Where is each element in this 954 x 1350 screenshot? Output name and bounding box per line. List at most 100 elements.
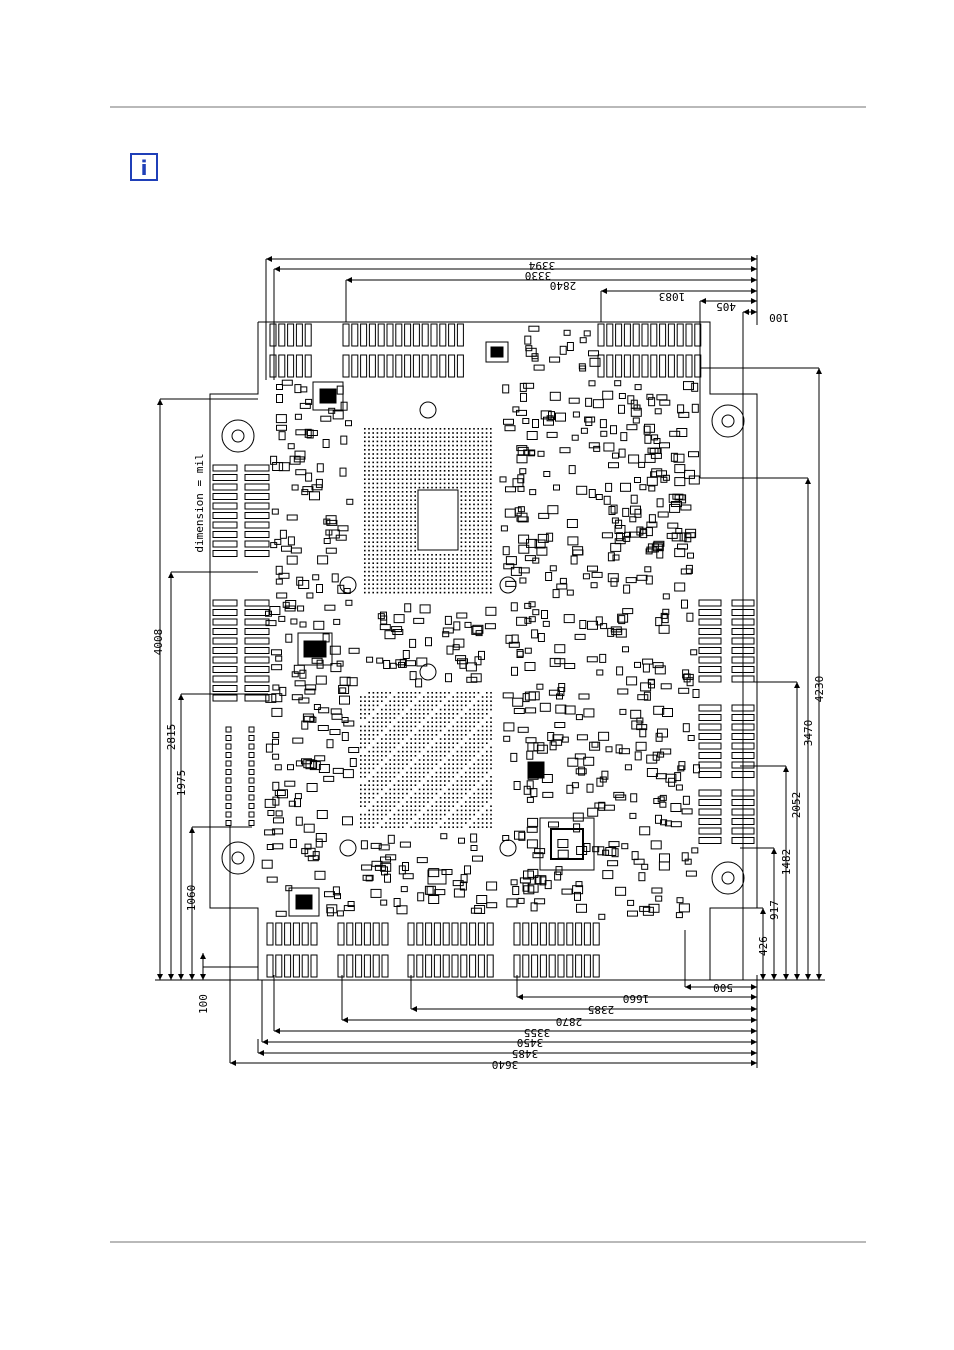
ball [490,444,492,447]
pad [248,752,255,758]
ball [469,486,471,489]
ball [385,583,387,585]
ball [376,587,379,590]
ball [435,763,438,765]
smd [272,462,284,471]
ball [473,809,475,812]
smd [532,419,539,428]
ball [473,826,475,828]
smd [524,662,536,671]
ball [448,738,450,740]
ball [485,549,488,552]
ball [385,436,387,438]
ball [406,587,408,590]
ball [477,449,479,451]
smd [638,872,646,882]
ball [414,528,416,531]
ball [406,449,408,451]
smd [583,756,595,766]
ball [410,524,412,527]
smd [512,886,520,895]
ball [364,558,366,560]
ball [406,692,408,694]
smd [630,494,638,504]
ball [364,583,366,585]
ball [435,809,438,812]
ball [481,516,484,518]
ball [444,822,446,824]
smd [294,450,306,460]
smd [379,624,391,631]
ball [385,545,387,548]
ball [444,771,446,774]
ball [372,587,374,590]
ball [485,503,488,506]
ball [372,516,374,518]
pad [477,954,485,978]
ball [397,428,400,430]
ball [464,474,467,476]
smd [346,498,354,505]
smd [634,477,641,483]
smd [639,728,647,738]
ball [444,742,446,744]
ball [469,729,471,732]
smd [387,834,395,844]
ball [481,461,484,464]
ball [473,763,475,765]
ball [473,579,475,581]
ball [431,453,433,455]
ball [481,826,484,828]
smd [659,801,667,808]
ball [443,482,446,485]
ball [452,587,454,590]
ball [427,792,429,795]
ball [410,482,412,485]
smd [316,584,323,593]
smd [290,618,298,625]
smd [546,532,554,542]
ball [380,461,383,464]
ball [368,482,370,485]
ball [481,470,484,472]
ball [431,776,433,778]
ball [393,558,395,560]
ball [485,528,488,531]
ball [435,478,437,480]
pad [469,954,477,978]
ball [397,541,400,543]
ball [464,549,467,552]
ball [397,801,400,803]
smd [670,452,678,462]
smd [639,905,651,912]
ball [381,826,383,828]
smd [286,514,298,521]
ball [402,746,404,749]
smd [678,903,690,913]
smd [291,694,303,701]
ball [414,797,417,799]
ball [490,449,492,451]
pad [266,954,274,978]
smd [270,455,278,465]
ball [460,822,463,824]
ball [376,763,379,765]
smd [502,835,510,841]
ball [402,797,404,799]
ball [368,788,370,791]
ball [444,776,446,778]
ball [473,512,475,514]
pad [248,803,255,809]
ball [410,805,412,807]
pad [244,493,270,500]
smd [486,902,498,909]
ball [423,788,425,791]
ball [418,440,421,443]
ball [481,801,484,803]
smd [526,826,538,833]
smd [536,683,544,690]
ball [376,692,379,694]
ball [448,457,450,459]
dim-top-2840: 2840 [550,279,577,292]
smd [317,725,329,731]
